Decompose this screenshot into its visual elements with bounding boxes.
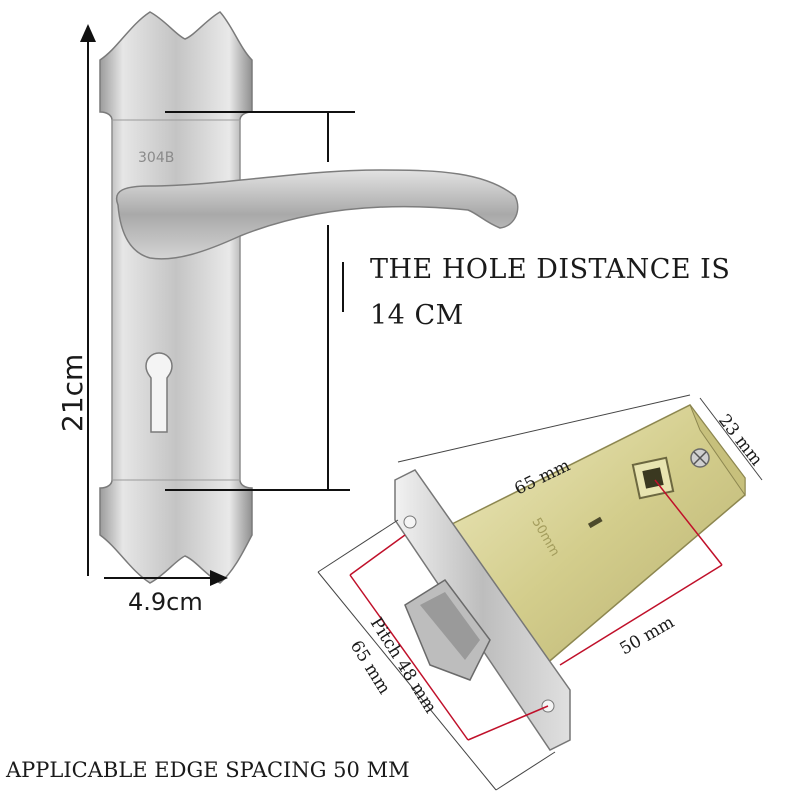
backset-label: 50 mm: [617, 612, 678, 659]
handle-height-label: 21cm: [56, 354, 89, 432]
red-guides: [349, 479, 723, 741]
width-dimension: 4.9cm: [104, 570, 228, 616]
lever-handle: [115, 169, 519, 260]
latch-assembly: 50mm: [394, 404, 746, 751]
height-dimension: 21cm: [56, 24, 96, 576]
hole-distance-guides: [165, 111, 355, 491]
edge-spacing-caption: APPLICABLE EDGE SPACING 50 MM: [6, 758, 410, 782]
hole-distance-caption-line-2: 14 CM: [370, 300, 464, 331]
handle-plate: 304B: [99, 11, 253, 584]
plate-stamp: 304B: [138, 150, 174, 166]
handle-width-label: 4.9cm: [128, 588, 203, 616]
keyhole: [145, 352, 173, 433]
faceplate: [394, 469, 571, 751]
latch-dimension-lines: [317, 394, 763, 791]
hole-distance-caption-line-1: THE HOLE DISTANCE IS: [370, 254, 731, 285]
